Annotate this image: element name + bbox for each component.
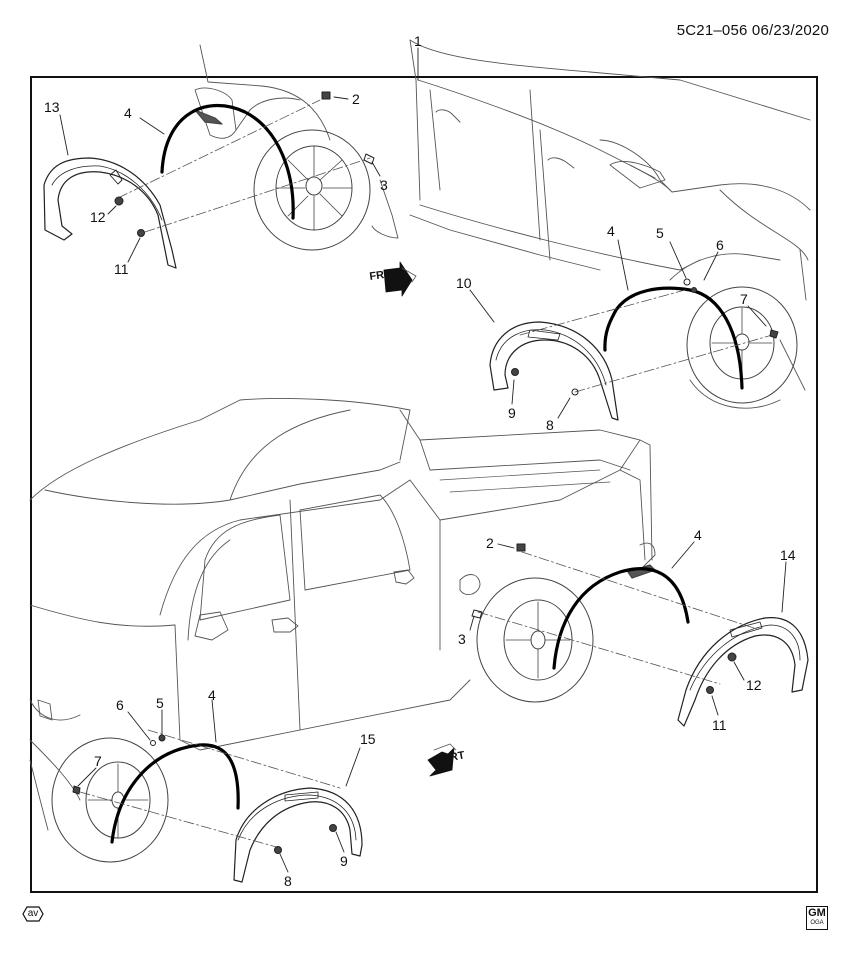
upper-fasteners <box>114 91 779 396</box>
callout-10: 10 <box>456 275 472 291</box>
nut-9-lower <box>329 824 337 832</box>
upper-leader-lines <box>117 99 773 393</box>
clip-5-lower <box>158 734 166 742</box>
upper-truck-body <box>194 39 811 409</box>
lower-rear-wheel <box>476 577 594 703</box>
lower-front-wheel-opening-seal <box>110 743 240 844</box>
callout-8-lower: 8 <box>284 873 292 889</box>
retainer-2-upper <box>321 91 331 100</box>
nut-9-upper <box>511 368 519 376</box>
callout-2-upper: 2 <box>352 91 360 107</box>
lower-rear-wheel-opening-seal <box>552 567 690 670</box>
screw-8-lower <box>274 846 282 854</box>
diagram-code: 5C21–056 <box>676 22 748 39</box>
nut-12-upper <box>114 196 124 206</box>
upper-rear-wheel-flare-13 <box>43 157 177 269</box>
upper-rear-wheel <box>253 129 371 251</box>
clip-6-lower <box>150 740 156 746</box>
upper-rear-wheel-well-vent <box>194 109 223 125</box>
frt-label-lower: FRT <box>442 749 465 765</box>
lower-rear-wheel-flare-14 <box>677 617 809 727</box>
callout-11-upper: 11 <box>114 261 129 277</box>
retainer-3-upper <box>363 153 375 165</box>
callout-9-lower: 9 <box>340 853 348 869</box>
callout-4-lower-rear: 4 <box>694 527 702 543</box>
gm-logo-text: GM <box>808 907 826 919</box>
lower-leader-lines <box>79 551 761 849</box>
frt-label-upper: FRT <box>369 268 392 283</box>
callout-9-upper: 9 <box>508 405 516 421</box>
callout-7-lower: 7 <box>94 753 102 769</box>
lower-front-wheel-flare-15 <box>233 787 363 883</box>
callout-2-lower: 2 <box>486 535 494 551</box>
diagram-header: 5C21–056 06/23/2020 <box>677 22 829 39</box>
av-badge-text: av <box>27 908 39 919</box>
diagram-date: 06/23/2020 <box>751 22 829 39</box>
callout-12-upper: 12 <box>90 209 106 225</box>
upper-callout-leaders <box>59 47 767 419</box>
nut-12-lower <box>727 652 737 662</box>
screw-8-upper <box>571 388 579 396</box>
callout-5-upper: 5 <box>656 225 664 241</box>
upper-rear-wheel-opening-seal <box>160 103 295 220</box>
frt-arrow-lower <box>427 743 457 777</box>
retainer-7-upper <box>769 329 779 339</box>
clip-5-upper <box>683 278 691 286</box>
callout-4-upper-front: 4 <box>607 223 615 239</box>
callout-7-upper: 7 <box>740 291 748 307</box>
lower-callout-leaders <box>77 541 787 873</box>
callout-labels: 1 2 3 4 13 12 11 4 5 6 7 10 9 8 2 3 4 14… <box>44 33 796 889</box>
screw-11-lower <box>706 686 714 694</box>
gm-logo-subtext: OGA <box>810 920 824 926</box>
retainer-3-lower <box>471 609 483 619</box>
lower-rear-vent <box>627 564 656 579</box>
clip-6-upper <box>691 287 697 293</box>
callout-3-upper: 3 <box>380 177 388 193</box>
hexagon-icon <box>22 906 44 922</box>
callout-15: 15 <box>360 731 376 747</box>
upper-front-wheel-opening-seal <box>603 286 744 390</box>
diagram-frame <box>30 76 818 893</box>
lower-fasteners <box>72 543 737 854</box>
callout-11-lower: 11 <box>712 717 727 733</box>
frt-arrow-upper <box>383 261 417 297</box>
callout-5-lower: 5 <box>156 695 164 711</box>
callout-6-lower: 6 <box>116 697 124 713</box>
retainer-7-lower <box>72 785 81 795</box>
callout-13: 13 <box>44 99 60 115</box>
callout-4-upper-rear: 4 <box>124 105 132 121</box>
callout-6-upper: 6 <box>716 237 724 253</box>
callout-8-upper: 8 <box>546 417 554 433</box>
callout-4-lower-front: 4 <box>208 687 216 703</box>
gm-logo: GM OGA <box>806 906 828 930</box>
av-badge: av <box>22 906 44 922</box>
lower-truck-body <box>29 398 656 831</box>
retainer-2-lower <box>516 543 526 552</box>
screw-11-upper <box>137 229 145 237</box>
callout-1: 1 <box>414 33 422 49</box>
lower-front-wheel <box>51 737 169 863</box>
upper-front-wheel-flare-10 <box>489 321 619 421</box>
callout-3-lower: 3 <box>458 631 466 647</box>
callout-14: 14 <box>780 547 796 563</box>
callout-12-lower: 12 <box>746 677 762 693</box>
